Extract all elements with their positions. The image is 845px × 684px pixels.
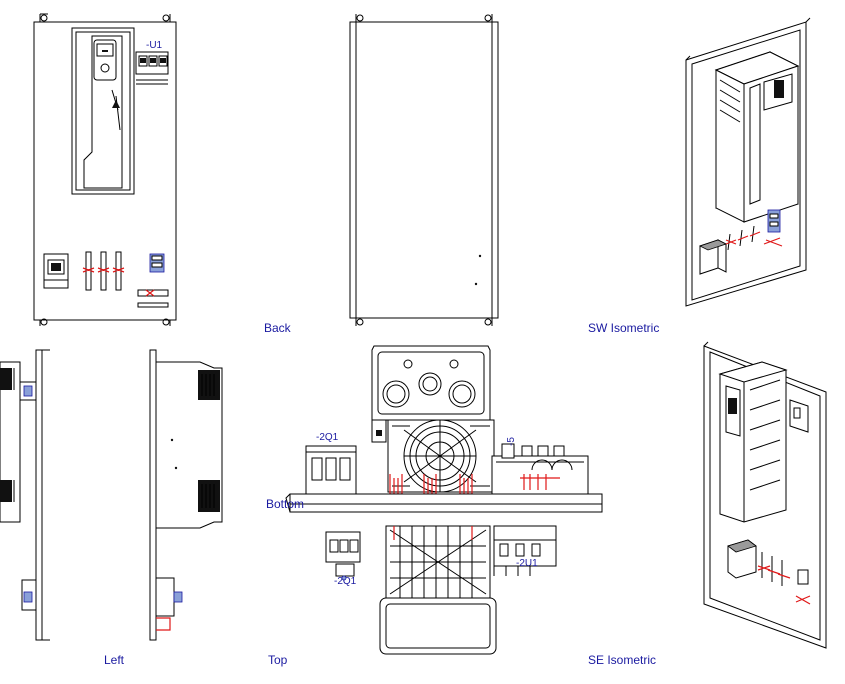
sw-isometric-view: [685, 17, 811, 307]
drive-unit: [71, 27, 135, 195]
side-tag: -5: [506, 437, 517, 446]
u1-tag: -U1: [146, 40, 163, 51]
sw-isometric-label: SW Isometric: [588, 321, 659, 335]
back-view: [349, 14, 499, 326]
left-view: [0, 349, 223, 641]
se-isometric-view: [703, 341, 827, 649]
bottom-view-label: Bottom: [266, 497, 304, 511]
q1-top-tag: -2Q1: [316, 432, 339, 443]
breaker: [43, 253, 69, 289]
se-isometric-label: SE Isometric: [588, 653, 656, 667]
bottom-top-view: -2Q1 -5 -2Q1: [285, 345, 603, 655]
left-view-label: Left: [104, 653, 125, 667]
u1-top-tag: -2U1: [516, 558, 538, 569]
cooling-fan: [387, 419, 495, 493]
back-view-label: Back: [264, 321, 292, 335]
q1-bottom-tag: -2Q1: [334, 576, 357, 587]
fuse-holders: [82, 251, 125, 291]
terminal-block: -U1: [135, 40, 169, 85]
top-view-label: Top: [268, 653, 288, 667]
heatsink: [379, 525, 497, 655]
front-view: -U1: [33, 13, 177, 326]
